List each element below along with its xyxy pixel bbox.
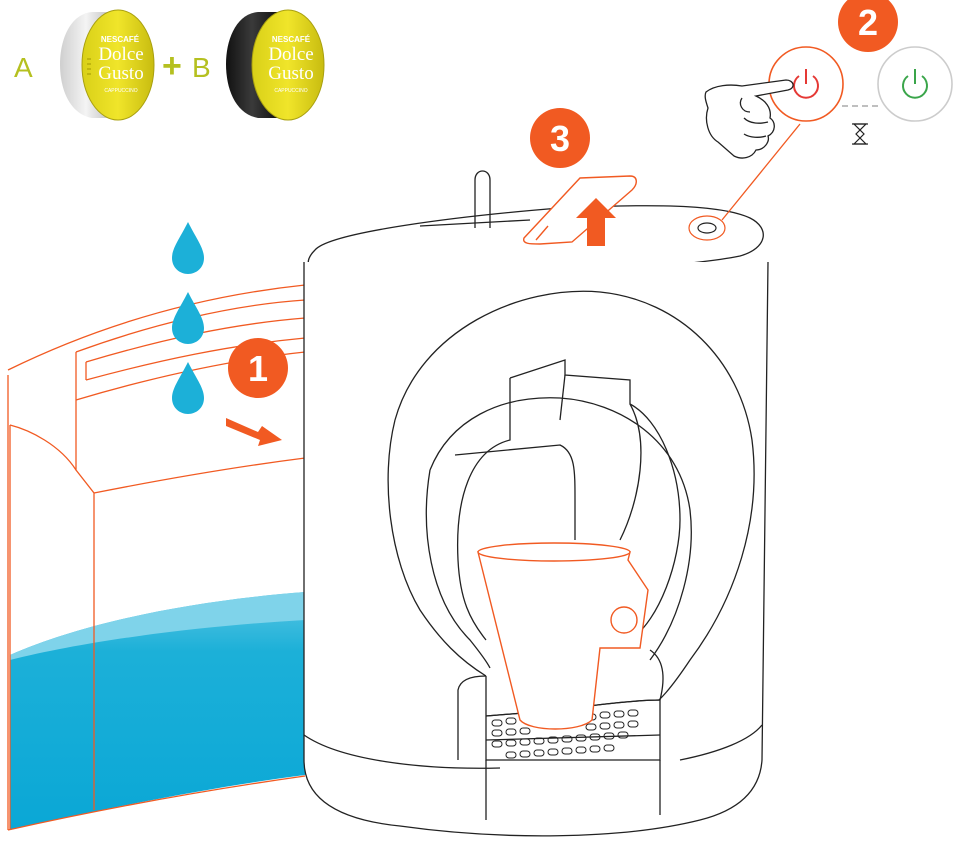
capsule-b-brand-line1: Dolce [268, 44, 313, 65]
capsule-a-variety: CAPPUCCINO [104, 88, 137, 94]
capsule-b-variety: CAPPUCCINO [274, 88, 307, 94]
capsule-b-brand-top: NESCAFÉ [272, 35, 311, 44]
water-drop-icon [172, 222, 204, 414]
step-2-number: 2 [858, 2, 878, 43]
step-3-number: 3 [550, 118, 570, 159]
step-1-number: 1 [248, 348, 268, 389]
coffee-machine [304, 171, 768, 836]
capsule-a-brand-line1: Dolce [98, 44, 143, 65]
capsule-b-brand-line2: Gusto [268, 63, 313, 84]
arrow-icon [226, 418, 282, 446]
capsule-a-brand-line2: Gusto [98, 63, 143, 84]
capsule-a-brand-top: NESCAFÉ [101, 35, 140, 44]
pointing-hand-icon [705, 80, 793, 158]
hourglass-icon [852, 124, 868, 144]
